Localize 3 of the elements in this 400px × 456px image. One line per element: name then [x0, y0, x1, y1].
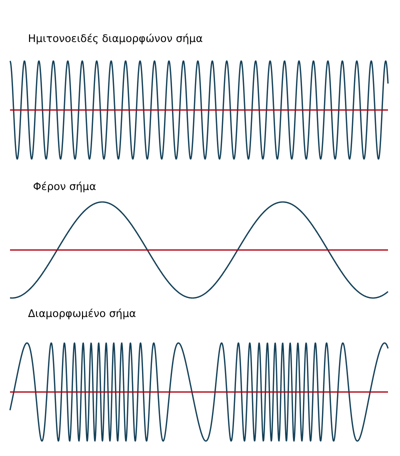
signal-title: Διαμορφωμένο σήμα	[28, 308, 136, 321]
signal-title: Φέρον σήμα	[33, 181, 96, 194]
signal-title: Ημιτονοειδές διαμορφώνον σήμα	[28, 33, 203, 46]
